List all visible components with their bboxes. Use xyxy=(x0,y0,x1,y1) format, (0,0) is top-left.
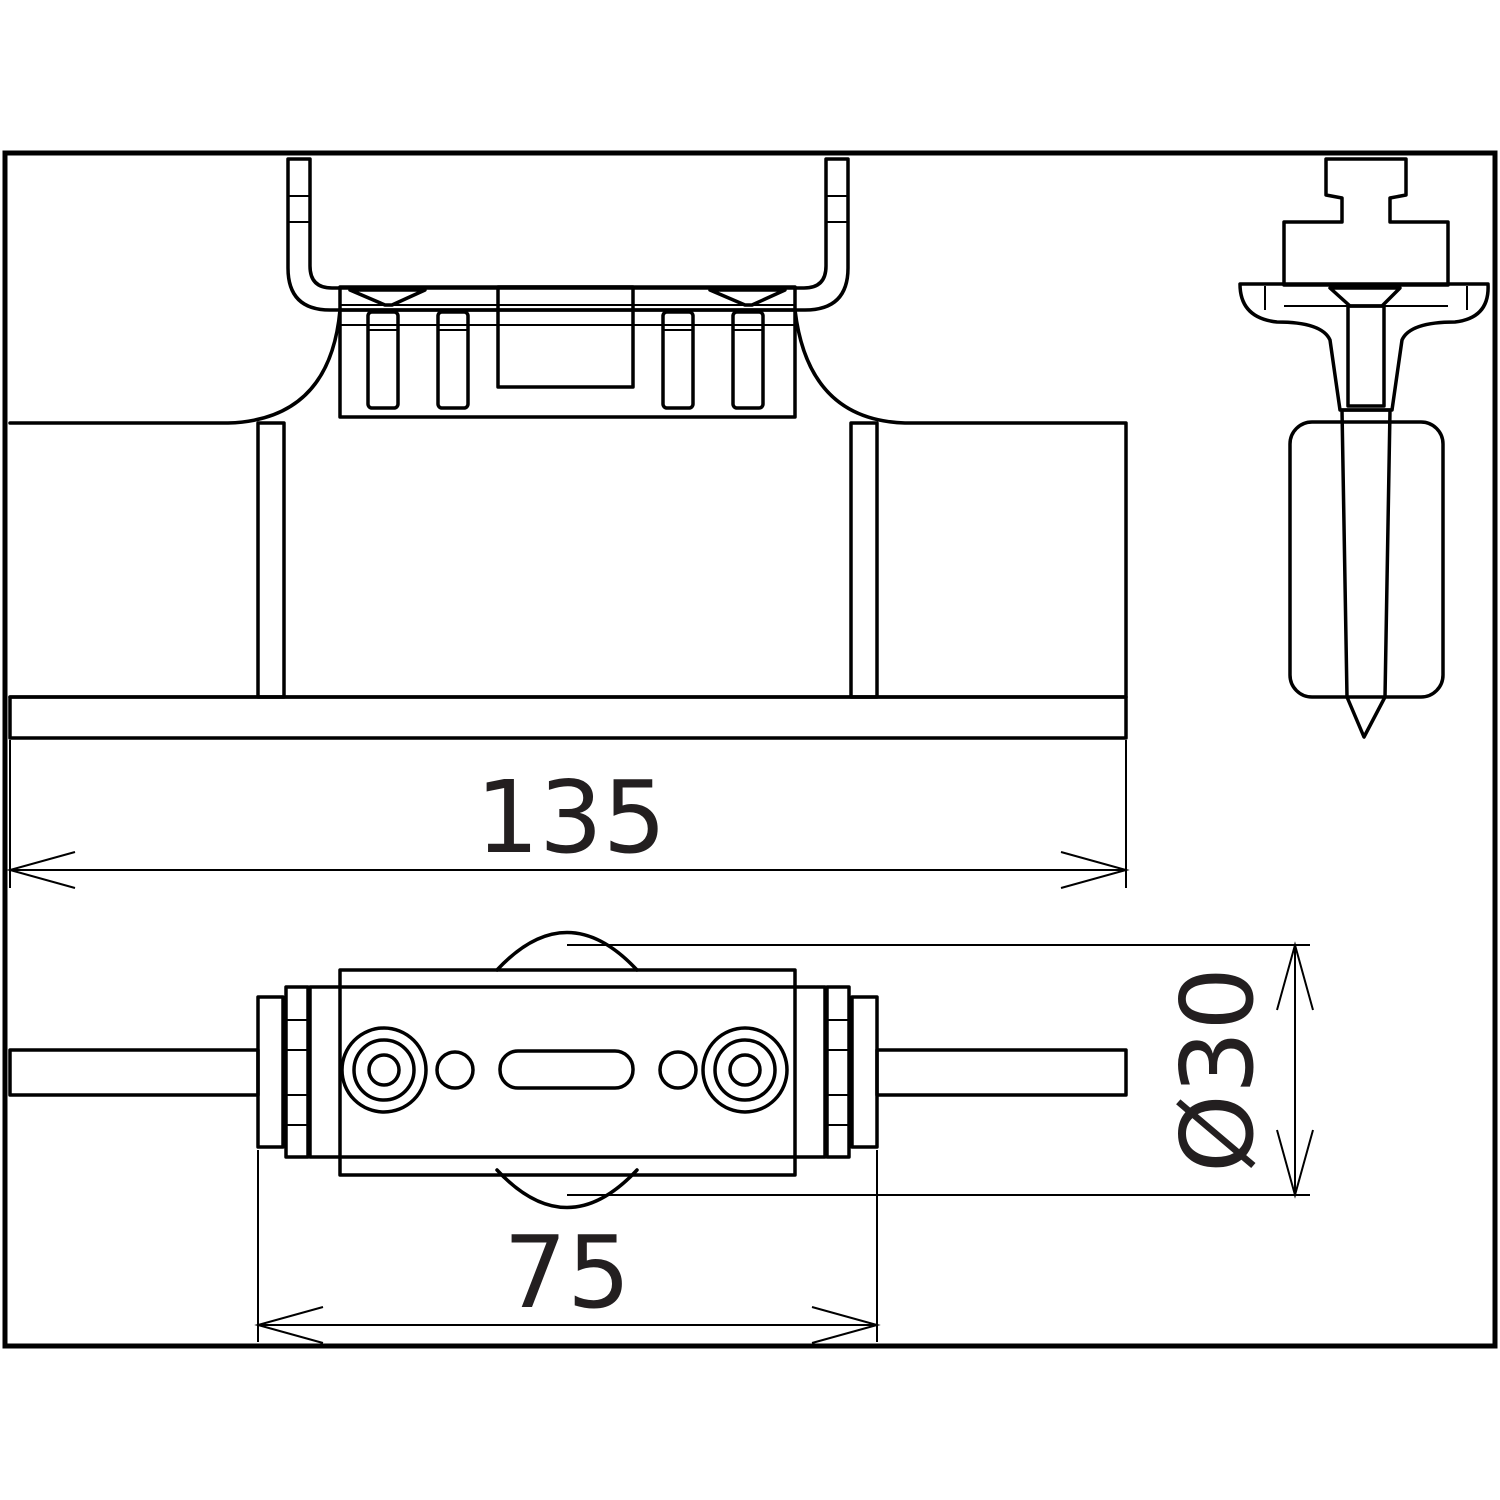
bolt-left xyxy=(340,1026,428,1114)
side-screw-shank xyxy=(1346,304,1386,408)
saddle-body xyxy=(8,308,1128,699)
flat-bar-right xyxy=(875,1048,1128,1097)
drawing-frame xyxy=(2,150,1498,1349)
right-plate xyxy=(825,985,851,1159)
left-rib xyxy=(256,421,286,699)
dimension-30: Ø30 xyxy=(567,941,1314,1199)
rod-outline-top xyxy=(495,930,639,972)
right-rib-top xyxy=(850,995,879,1149)
left-plate xyxy=(284,985,310,1159)
base-plate xyxy=(308,985,827,1159)
spacing-label: 75 xyxy=(503,1214,630,1331)
left-rib-top xyxy=(256,995,285,1149)
rod-outline-bottom xyxy=(495,1168,639,1210)
screw-shank xyxy=(366,310,400,410)
flat-bar xyxy=(8,695,1128,740)
screw-head-right xyxy=(708,288,787,307)
dimension-135: 135 xyxy=(6,740,1130,889)
side-view xyxy=(1238,157,1490,739)
screw-head-left xyxy=(348,288,427,307)
hole-left xyxy=(435,1050,475,1090)
t-head xyxy=(1282,157,1450,287)
right-rib xyxy=(849,421,879,699)
slot xyxy=(498,1049,635,1090)
front-view xyxy=(8,157,1128,740)
clamp-plate-top xyxy=(338,968,797,1177)
diameter-label: Ø30 xyxy=(1159,967,1276,1173)
side-flange xyxy=(1238,282,1490,412)
length-label: 135 xyxy=(476,759,667,876)
screw-shank xyxy=(436,310,470,410)
clamp-bracket xyxy=(286,157,850,312)
hole-right xyxy=(658,1050,698,1090)
top-view xyxy=(8,930,1128,1210)
flat-bar-left xyxy=(8,1048,260,1097)
side-spike xyxy=(1340,408,1392,739)
screw-shank xyxy=(731,310,765,410)
bolt-right xyxy=(701,1026,789,1114)
dimension-75: 75 xyxy=(254,1150,881,1344)
side-screw-head xyxy=(1328,286,1402,308)
clamp-block xyxy=(338,285,797,419)
center-window xyxy=(496,285,635,389)
screw-shank xyxy=(661,310,695,410)
side-body xyxy=(1288,420,1445,699)
